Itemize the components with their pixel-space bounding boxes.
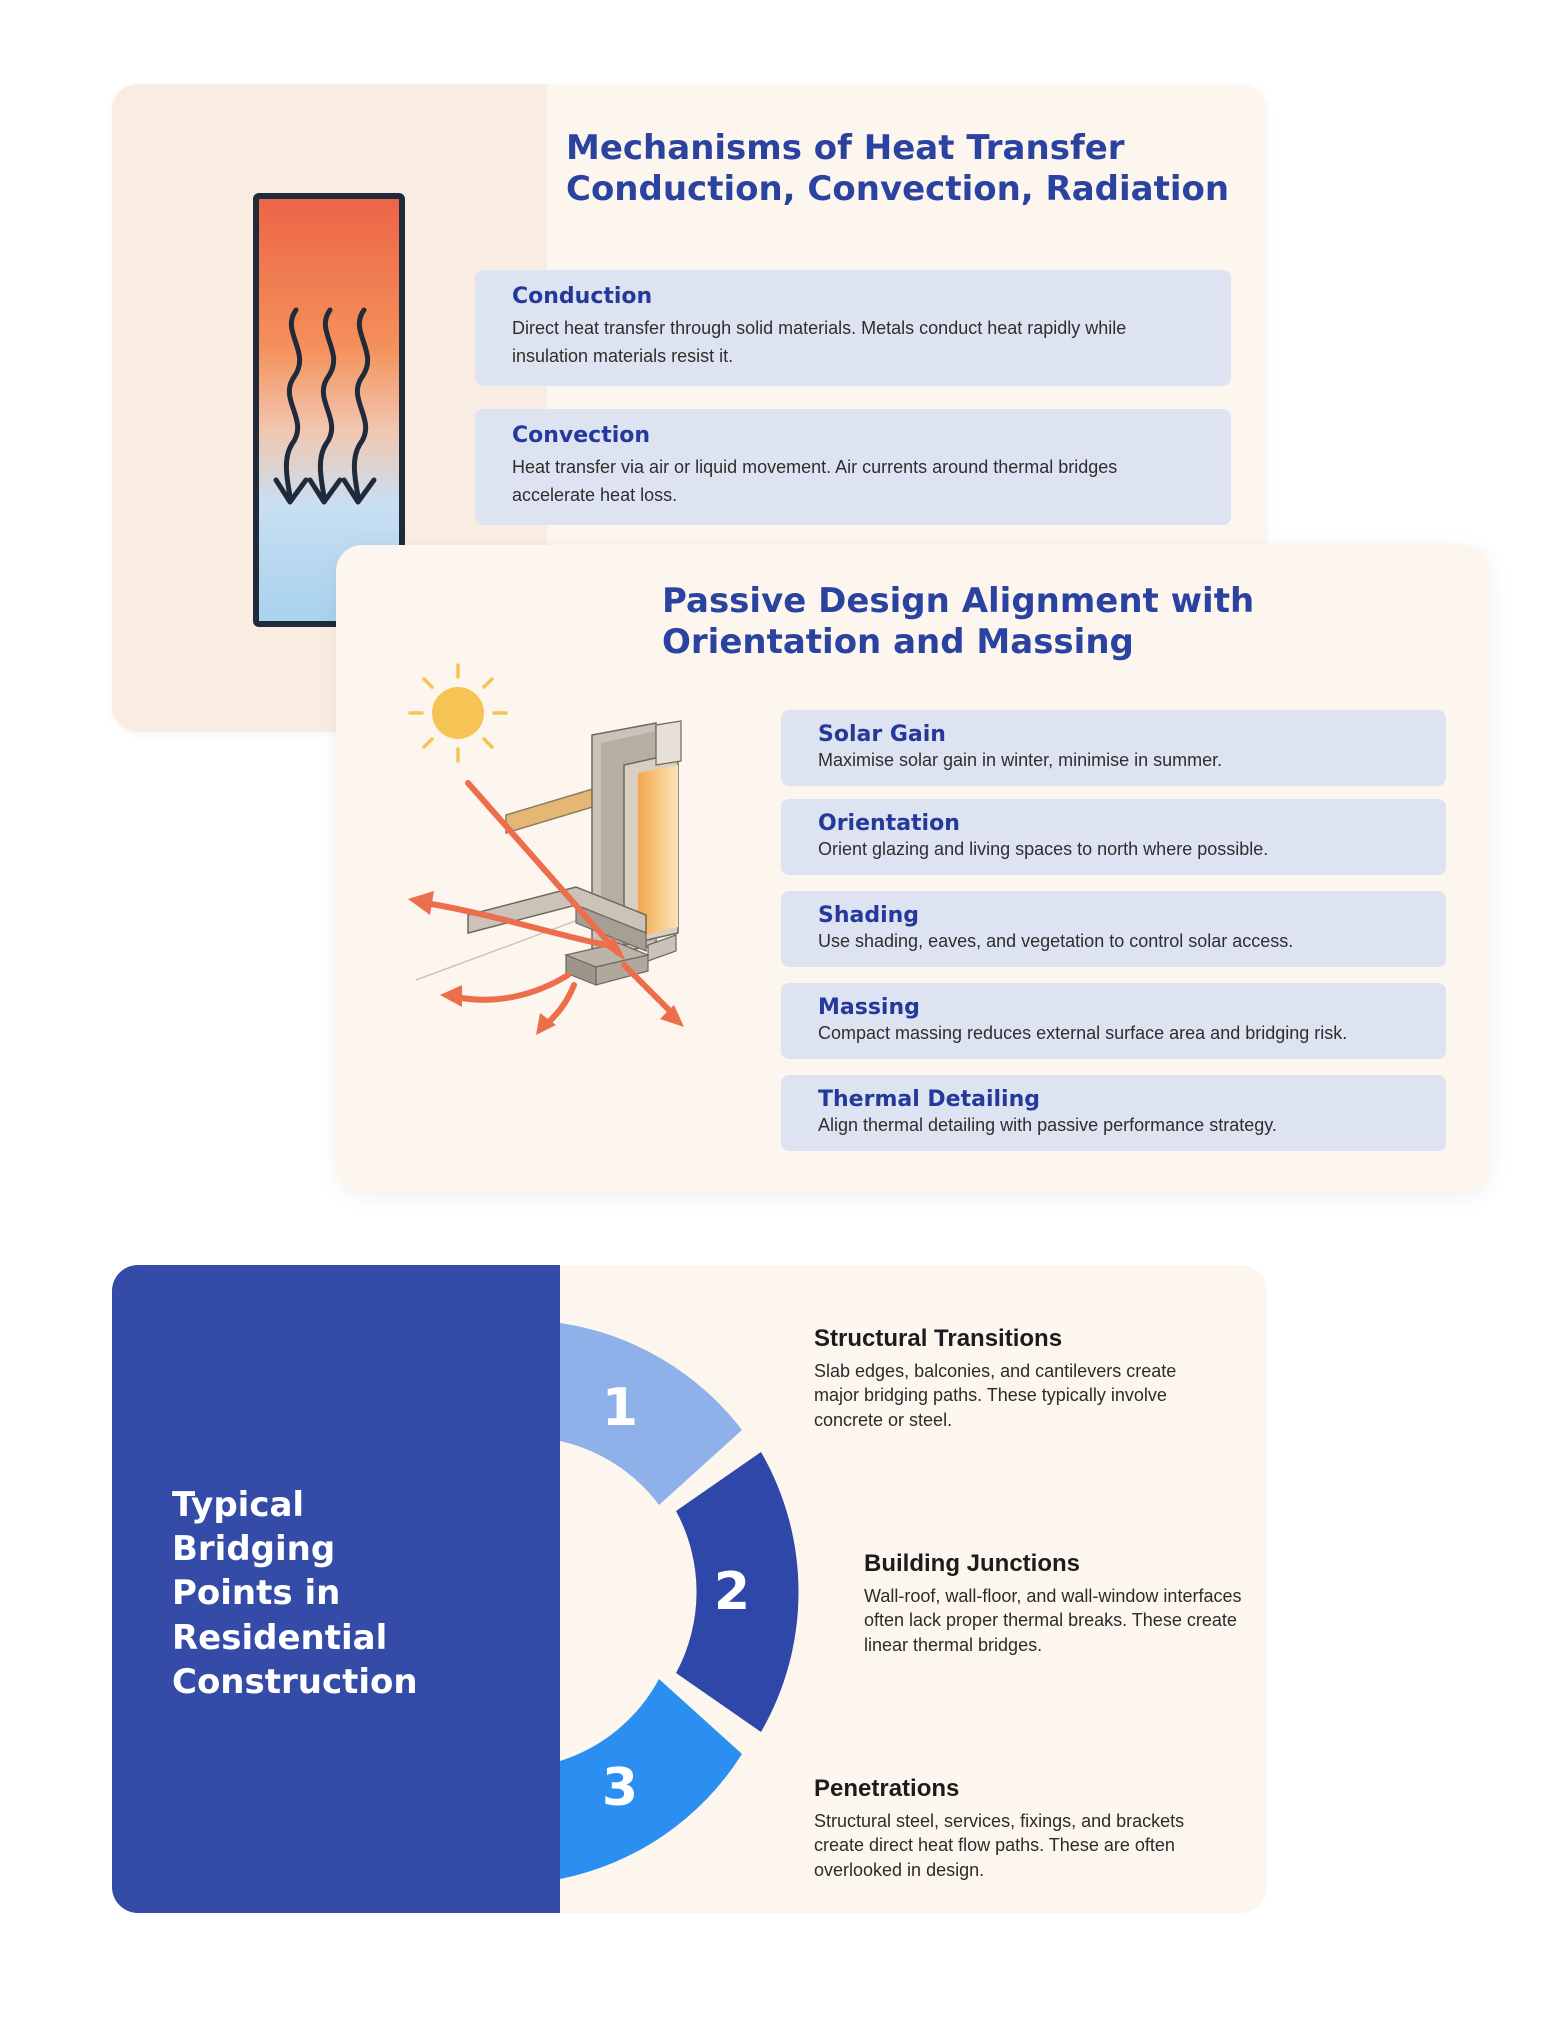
passive-design-title-line2: Orientation and Massing <box>662 622 1134 663</box>
bridging-title-line4: Residential <box>172 1617 388 1658</box>
penetrations-point: Penetrations Structural steel, services,… <box>814 1775 1194 1882</box>
structural-transitions-text: Slab edges, balconies, and cantilevers c… <box>814 1361 1177 1430</box>
convection-item: Convection Heat transfer via air or liqu… <box>475 409 1231 525</box>
shading-title: Shading <box>818 903 920 928</box>
bridging-points-title-panel: Typical Bridging Points in Residential C… <box>112 1265 560 1913</box>
ring-segment-2 <box>676 1452 799 1732</box>
orientation-text: Orient glazing and living spaces to nort… <box>818 839 1269 859</box>
passive-design-title: Passive Design Alignment with Orientatio… <box>662 581 1254 664</box>
convection-title: Convection <box>512 423 651 448</box>
bridging-ring-diagram: 1 2 3 <box>560 1323 799 1879</box>
segment-number-1: 1 <box>602 1378 638 1438</box>
penetrations-title: Penetrations <box>814 1775 960 1802</box>
bridging-title-line1: Typical <box>172 1485 305 1525</box>
solar-gain-text: Maximise solar gain in winter, minimise … <box>818 750 1223 770</box>
bridging-title-line5: Construction <box>172 1661 418 1702</box>
conduction-text: Direct heat transfer through solid mater… <box>512 318 1127 366</box>
convection-text: Heat transfer via air or liquid movement… <box>512 457 1118 505</box>
ring-segment-1 <box>560 1323 742 1505</box>
conduction-item: Conduction Direct heat transfer through … <box>475 270 1231 386</box>
solar-gain-title: Solar Gain <box>818 722 946 747</box>
shading-item: Shading Use shading, eaves, and vegetati… <box>781 891 1446 967</box>
building-junctions-text: Wall-roof, wall-floor, and wall-window i… <box>864 1586 1242 1655</box>
shading-text: Use shading, eaves, and vegetation to co… <box>818 931 1294 951</box>
massing-title: Massing <box>818 995 920 1020</box>
heat-transfer-title-line1: Mechanisms of Heat Transfer <box>566 128 1125 168</box>
conduction-title: Conduction <box>512 284 653 309</box>
orientation-title: Orientation <box>818 811 960 836</box>
massing-item: Massing Compact massing reduces external… <box>781 983 1446 1059</box>
solar-gain-item: Solar Gain Maximise solar gain in winter… <box>781 710 1446 786</box>
thermal-detailing-title: Thermal Detailing <box>818 1087 1040 1112</box>
thermal-detailing-text: Align thermal detailing with passive per… <box>818 1115 1277 1135</box>
heat-transfer-title-line2: Conduction, Convection, Radiation <box>566 169 1230 210</box>
massing-text: Compact massing reduces external surface… <box>818 1023 1348 1043</box>
penetrations-text: Structural steel, services, fixings, and… <box>814 1811 1185 1880</box>
bridging-points-title: Typical Bridging Points in Residential C… <box>172 1483 532 1704</box>
bridging-title-line3: Points in <box>172 1573 341 1614</box>
heat-transfer-card: Mechanisms of Heat Transfer Conduction, … <box>112 84 1267 732</box>
segment-number-2: 2 <box>714 1562 750 1622</box>
thermal-detailing-item: Thermal Detailing Align thermal detailin… <box>781 1075 1446 1151</box>
heat-transfer-title: Mechanisms of Heat Transfer Conduction, … <box>566 128 1229 211</box>
passive-design-card: Passive Design Alignment with Orientatio… <box>336 545 1491 1193</box>
building-section-icon <box>408 663 684 1035</box>
bridging-points-card: Typical Bridging Points in Residential C… <box>112 1265 1267 1913</box>
building-junctions-title: Building Junctions <box>864 1550 1080 1577</box>
heat-gradient-icon <box>253 193 405 627</box>
structural-transitions-title: Structural Transitions <box>814 1325 1063 1352</box>
segment-number-3: 3 <box>602 1758 638 1818</box>
orientation-item: Orientation Orient glazing and living sp… <box>781 799 1446 875</box>
structural-transitions-point: Structural Transitions Slab edges, balco… <box>814 1325 1194 1432</box>
passive-design-title-line1: Passive Design Alignment with <box>662 581 1255 621</box>
building-junctions-point: Building Junctions Wall-roof, wall-floor… <box>864 1550 1254 1657</box>
sun-icon <box>408 663 508 763</box>
bridging-title-line2: Bridging <box>172 1529 336 1570</box>
ring-segment-3 <box>560 1679 742 1879</box>
